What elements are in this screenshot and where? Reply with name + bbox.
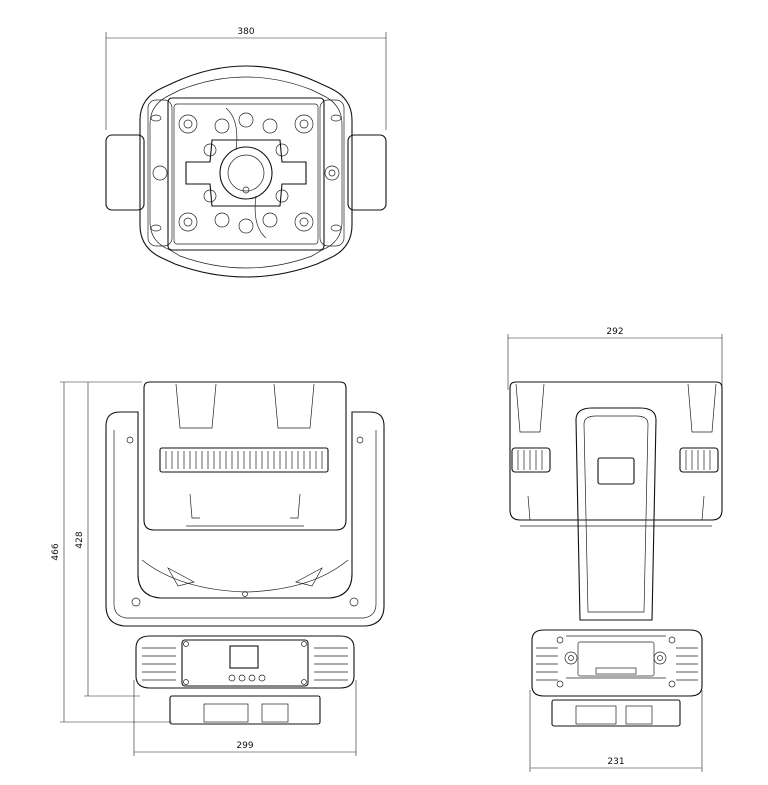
side-base-knob-left (564, 651, 578, 665)
front-control-panel (181, 639, 309, 687)
front-base-feet (169, 695, 321, 725)
side-arm-handle (597, 457, 635, 485)
dim-label-side-width: 292 (606, 327, 623, 337)
front-menu-button-4 (258, 674, 266, 682)
top-bracket-ring (219, 146, 273, 200)
front-view: 466 428 299 (51, 381, 385, 756)
side-left-grille (511, 447, 551, 473)
dim-label-front-height-outer: 466 (51, 543, 61, 560)
front-menu-button-1 (228, 674, 236, 682)
top-right-arm (347, 134, 387, 211)
side-head (509, 381, 723, 521)
dim-label-top-width: 380 (237, 27, 254, 37)
top-view: 380 (105, 27, 387, 278)
top-left-arm (105, 134, 145, 211)
front-vent-strip (159, 447, 329, 473)
top-clamp-bracket (185, 139, 307, 207)
side-base-feet (551, 699, 681, 727)
front-menu-button-2 (238, 674, 246, 682)
side-right-grille (679, 447, 719, 473)
top-head-outline (139, 65, 353, 278)
dim-label-front-height-inner: 428 (75, 531, 85, 548)
top-lens-plate (167, 97, 325, 251)
side-base (531, 629, 703, 697)
dim-label-front-base-width: 299 (236, 741, 253, 751)
front-display-screen (229, 645, 259, 669)
side-view: 292 231 (507, 327, 723, 772)
side-yoke-arm (575, 407, 657, 621)
front-yoke (105, 411, 385, 627)
dim-label-side-base-width: 231 (607, 757, 624, 767)
side-base-knob-right (653, 651, 667, 665)
front-head (143, 381, 347, 531)
front-menu-button-3 (248, 674, 256, 682)
front-base (135, 635, 355, 689)
